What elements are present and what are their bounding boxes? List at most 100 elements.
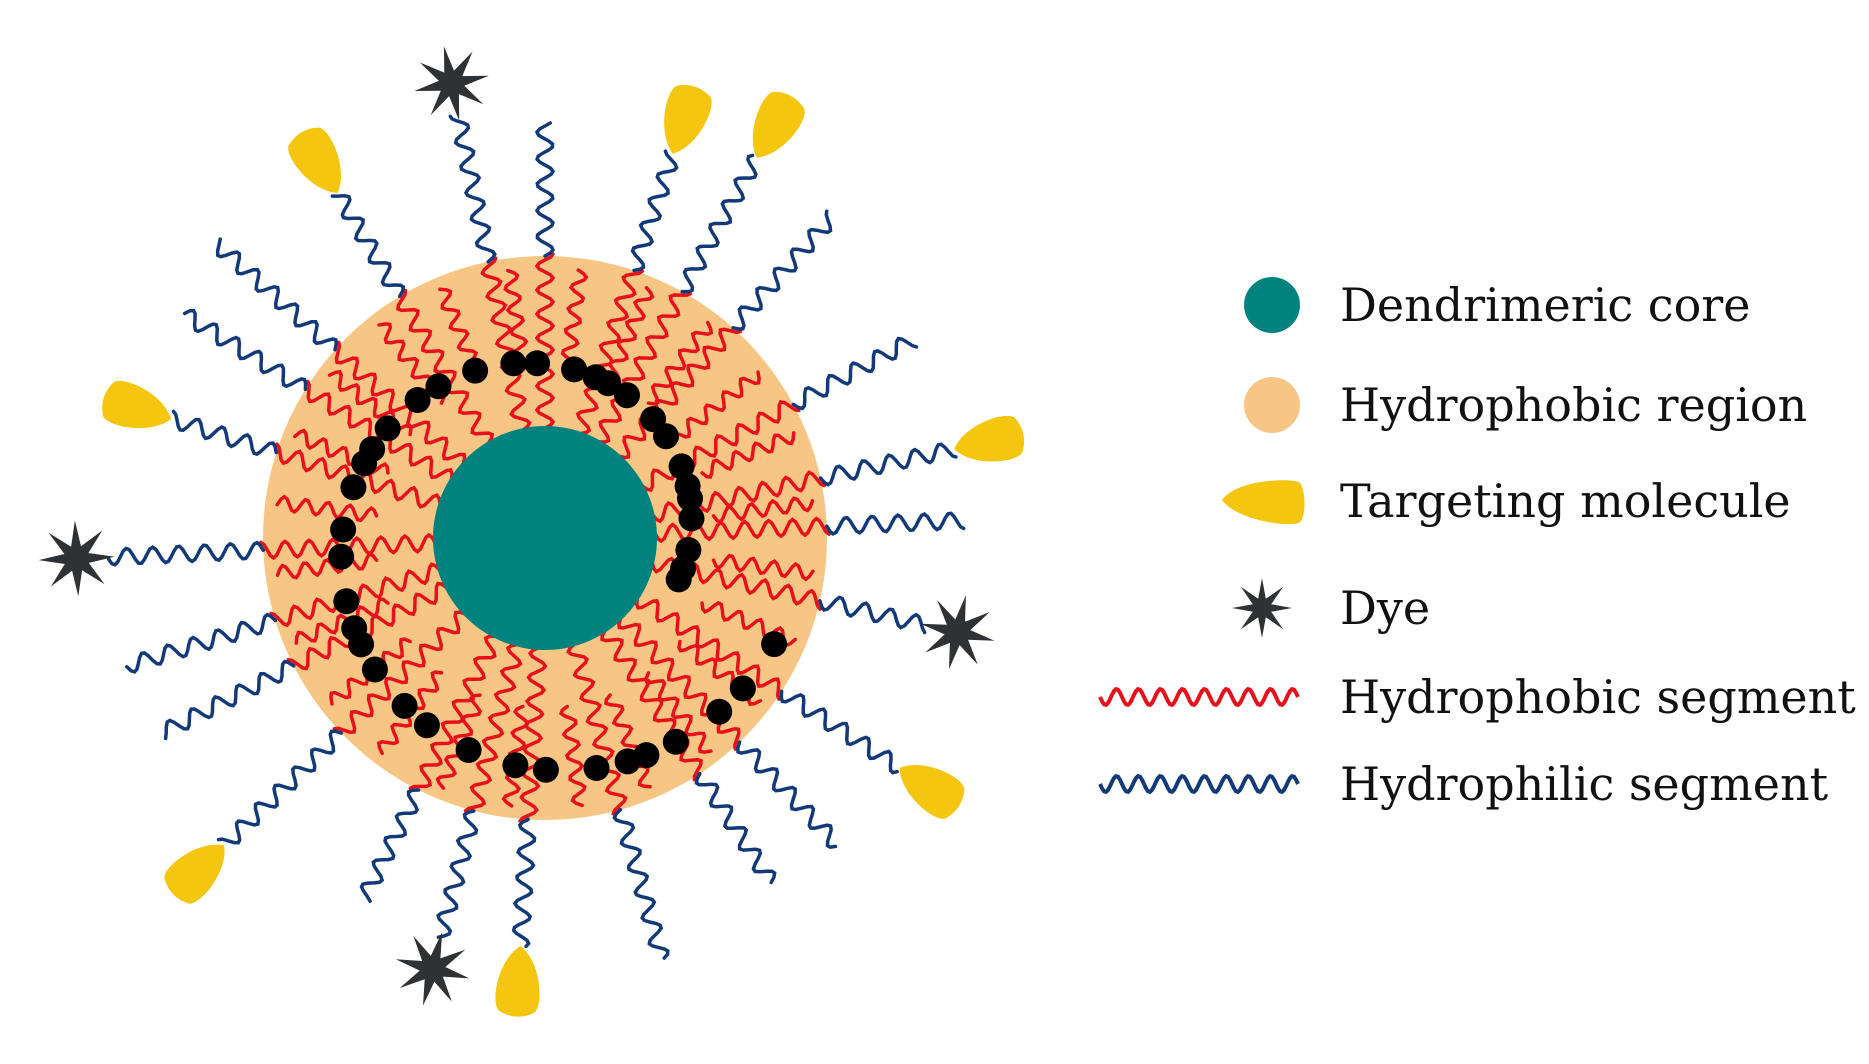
drug-particle — [462, 357, 489, 384]
legend-item-philic: Hydrophilic segment — [1098, 757, 1829, 811]
drug-particle — [662, 728, 689, 755]
micelle-structure — [38, 46, 1025, 1017]
teardrop-yellow-icon — [1222, 480, 1305, 525]
legend-label-core: Dendrimeric core — [1340, 278, 1750, 332]
drug-particles — [328, 350, 788, 783]
drug-particle — [561, 356, 588, 383]
hydrophobic-segment — [678, 370, 761, 439]
hydrophobic-segment — [332, 610, 468, 735]
hydrophilic-segment — [359, 788, 421, 903]
hydrophobic-segment — [286, 581, 449, 671]
hydrophobic-segment — [463, 642, 523, 813]
hydrophilic-segment — [436, 809, 479, 939]
arm-end-groups — [38, 46, 1025, 1017]
hydrophobic-segment — [294, 597, 390, 645]
hydrophilic-segment — [216, 729, 344, 845]
drug-particle — [374, 415, 401, 442]
drug-particle — [391, 692, 418, 719]
drug-particle — [524, 350, 551, 377]
legend-label-phobic: Hydrophobic segment — [1340, 670, 1856, 724]
hydrophobic-segment — [334, 340, 467, 467]
hydrophobic-segment — [711, 496, 815, 525]
hydrophilic-segment — [534, 121, 556, 258]
hydrophobic-segment — [560, 268, 589, 372]
hydrophilic-segment — [106, 540, 266, 567]
drug-particle — [614, 382, 640, 409]
targeting-molecule — [664, 84, 712, 154]
hydrophobic-segment — [711, 553, 815, 582]
hydrophobic-segment — [644, 671, 713, 754]
hydrophobic-segment — [275, 551, 379, 580]
drug-particle — [706, 698, 733, 725]
drug-particle — [761, 631, 788, 658]
hydrophilic-segment — [680, 153, 758, 294]
hydrophobic-segment — [435, 693, 483, 790]
hydrophilic-segment — [330, 194, 406, 299]
targeting-molecule — [495, 946, 540, 1017]
hydrophilic-segment — [171, 409, 279, 457]
hydrophobic-segment — [640, 400, 801, 492]
drug-particle — [404, 387, 431, 413]
hydrophilic-segment — [448, 114, 497, 264]
targeting-molecule — [102, 380, 172, 429]
legend-item-dye: Dye — [1232, 578, 1430, 638]
hydrophilic-segment — [612, 807, 670, 960]
hydrophobic-segment — [558, 704, 587, 808]
drug-particle — [633, 742, 660, 769]
legend-label-philic: Hydrophilic segment — [1340, 757, 1829, 811]
drug-particle — [333, 588, 360, 615]
drug-particle — [532, 756, 559, 783]
drug-particle — [328, 543, 355, 570]
hydrophilic-segment — [818, 442, 958, 487]
drug-particle — [674, 473, 701, 500]
drug-particle — [668, 453, 695, 480]
drug-particle — [583, 755, 610, 781]
hydrophobic-segment — [634, 596, 781, 701]
hydrophilic-segment — [825, 511, 966, 536]
hydrophobic-segment — [607, 286, 655, 383]
drug-particle — [351, 450, 378, 477]
targeting-molecule — [288, 127, 342, 193]
hydrophobic-segment — [275, 494, 379, 523]
drug-particle — [729, 675, 756, 702]
star-dark-icon — [1232, 578, 1292, 638]
hydrophilic-segment — [511, 817, 537, 949]
hydrophobic-segment — [604, 693, 652, 789]
circle-teal-icon — [1244, 277, 1300, 333]
hydrophilic-segment — [215, 237, 339, 352]
hydrophobic-segment — [596, 292, 692, 444]
drug-particle — [413, 712, 440, 739]
hydrophilic-segment — [630, 149, 679, 273]
drug-particle — [653, 423, 679, 450]
drug-particle — [678, 505, 705, 532]
hydrophilic-segment — [818, 595, 927, 635]
wavy-blue-line-icon — [1098, 773, 1300, 795]
hydrophobic-segment — [534, 252, 556, 430]
legend-item-target: Targeting molecule — [1222, 474, 1791, 528]
targeting-molecule — [164, 844, 225, 904]
legend-label-dye: Dye — [1340, 581, 1430, 635]
targeting-molecule — [899, 764, 965, 819]
drug-particle — [502, 752, 529, 779]
drug-particle — [670, 555, 697, 582]
hydrophilic-segment — [779, 689, 899, 775]
dye — [38, 520, 115, 597]
drug-particle — [340, 474, 367, 501]
hydrophobic-segment — [700, 431, 796, 479]
dendrimeric-core — [433, 426, 657, 650]
drug-particle — [330, 516, 357, 543]
dye — [395, 932, 470, 1006]
targeting-molecule — [752, 91, 805, 158]
hydrophilic-segment — [182, 308, 308, 392]
drug-particle — [582, 364, 609, 391]
wavy-red-line-icon — [1098, 686, 1300, 708]
legend-label-target: Targeting molecule — [1340, 474, 1791, 528]
hydrophilic-segment — [163, 659, 296, 741]
legend-item-region: Hydrophobic region — [1244, 377, 1807, 433]
hydrophobic-segment — [566, 642, 628, 816]
drug-particle — [425, 373, 452, 400]
hydrophilic-segment — [736, 740, 838, 850]
hydrophobic-segment — [396, 288, 495, 446]
targeting-molecule — [954, 415, 1025, 462]
